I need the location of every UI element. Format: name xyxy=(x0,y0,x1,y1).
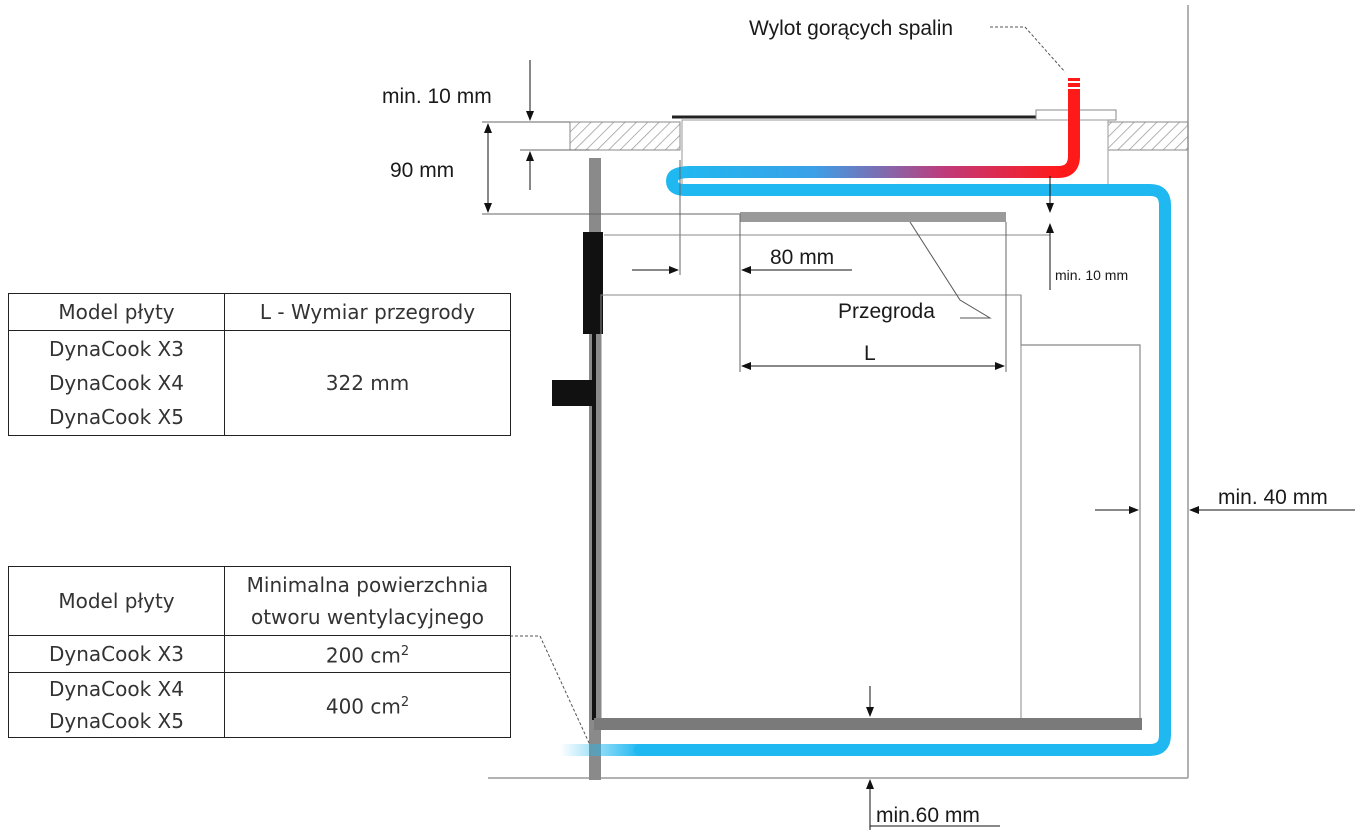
w80-label: 80 mm xyxy=(770,246,834,269)
table2-row1-area-sup: 2 xyxy=(400,644,410,659)
min10-top-label: min. 10 mm xyxy=(382,85,492,108)
oven-door-handle xyxy=(583,232,603,334)
table2-header-model: Model płyty xyxy=(8,566,225,636)
worktop-right xyxy=(1107,121,1189,151)
min10-right-label: min. 10 mm xyxy=(1055,267,1128,283)
partition-dimension-table: Model płyty L - Wymiar przegrody DynaCoo… xyxy=(8,293,511,436)
dim-min60 xyxy=(866,686,1000,830)
table2-row2-model-b: DynaCook X5 xyxy=(49,708,184,733)
table1-value: 322 mm xyxy=(224,330,511,436)
min60-label: min.60 mm xyxy=(876,804,980,827)
exhaust-outlet-stripes xyxy=(1067,75,1081,89)
table2-row2-model: DynaCook X4 DynaCook X5 xyxy=(8,671,225,738)
table1-header-dimension: L - Wymiar przegrody xyxy=(224,293,511,331)
table1-model: DynaCook X3 xyxy=(49,337,184,361)
dim-90mm xyxy=(482,121,740,215)
table2-row2-area: 400 cm2 xyxy=(224,671,511,738)
table1-model: DynaCook X5 xyxy=(49,405,184,429)
vent-leader xyxy=(510,635,591,746)
vent-area-table: Model płyty Minimalna powierzchnia otwor… xyxy=(8,566,511,738)
table1-header-model: Model płyty xyxy=(8,293,225,331)
table2-row2-area-sup: 2 xyxy=(400,694,410,710)
table2-row2-area-value: 400 cm xyxy=(325,694,401,719)
exhaust-label: Wylot gorących spalin xyxy=(749,17,953,40)
table2-header-area: Minimalna powierzchnia otworu wentylacyj… xyxy=(224,566,511,636)
table2-row1-model: DynaCook X3 xyxy=(8,635,225,673)
exhaust-leader xyxy=(990,26,1066,73)
hot-air-flow xyxy=(665,78,1080,196)
L-label: L xyxy=(864,342,876,365)
dim-min10-top xyxy=(520,60,590,190)
partition-label: Przegroda xyxy=(838,300,935,323)
table2-header-area-line1: Minimalna powierzchnia xyxy=(246,573,489,597)
partition-leader xyxy=(909,221,992,319)
worktop-left xyxy=(569,121,681,151)
oven-knob xyxy=(552,380,592,406)
h90-label: 90 mm xyxy=(390,159,454,182)
table2-row2-model-a: DynaCook X4 xyxy=(49,676,184,701)
table2-row1-area-value: 200 cm xyxy=(325,643,401,668)
dim-L xyxy=(739,222,1007,372)
table1-model: DynaCook X4 xyxy=(49,371,184,395)
min40-label: min. 40 mm xyxy=(1218,486,1328,509)
table2-header-area-line2: otworu wentylacyjnego xyxy=(250,605,485,629)
table2-row1-area: 200 cm2 xyxy=(224,635,511,673)
cabinet-bottom-shelf xyxy=(594,718,1142,730)
partition xyxy=(740,212,1006,222)
cold-air-flow xyxy=(634,184,1171,756)
oven-body xyxy=(600,294,1022,726)
table1-models-cell: DynaCook X3 DynaCook X4 DynaCook X5 xyxy=(8,330,225,436)
